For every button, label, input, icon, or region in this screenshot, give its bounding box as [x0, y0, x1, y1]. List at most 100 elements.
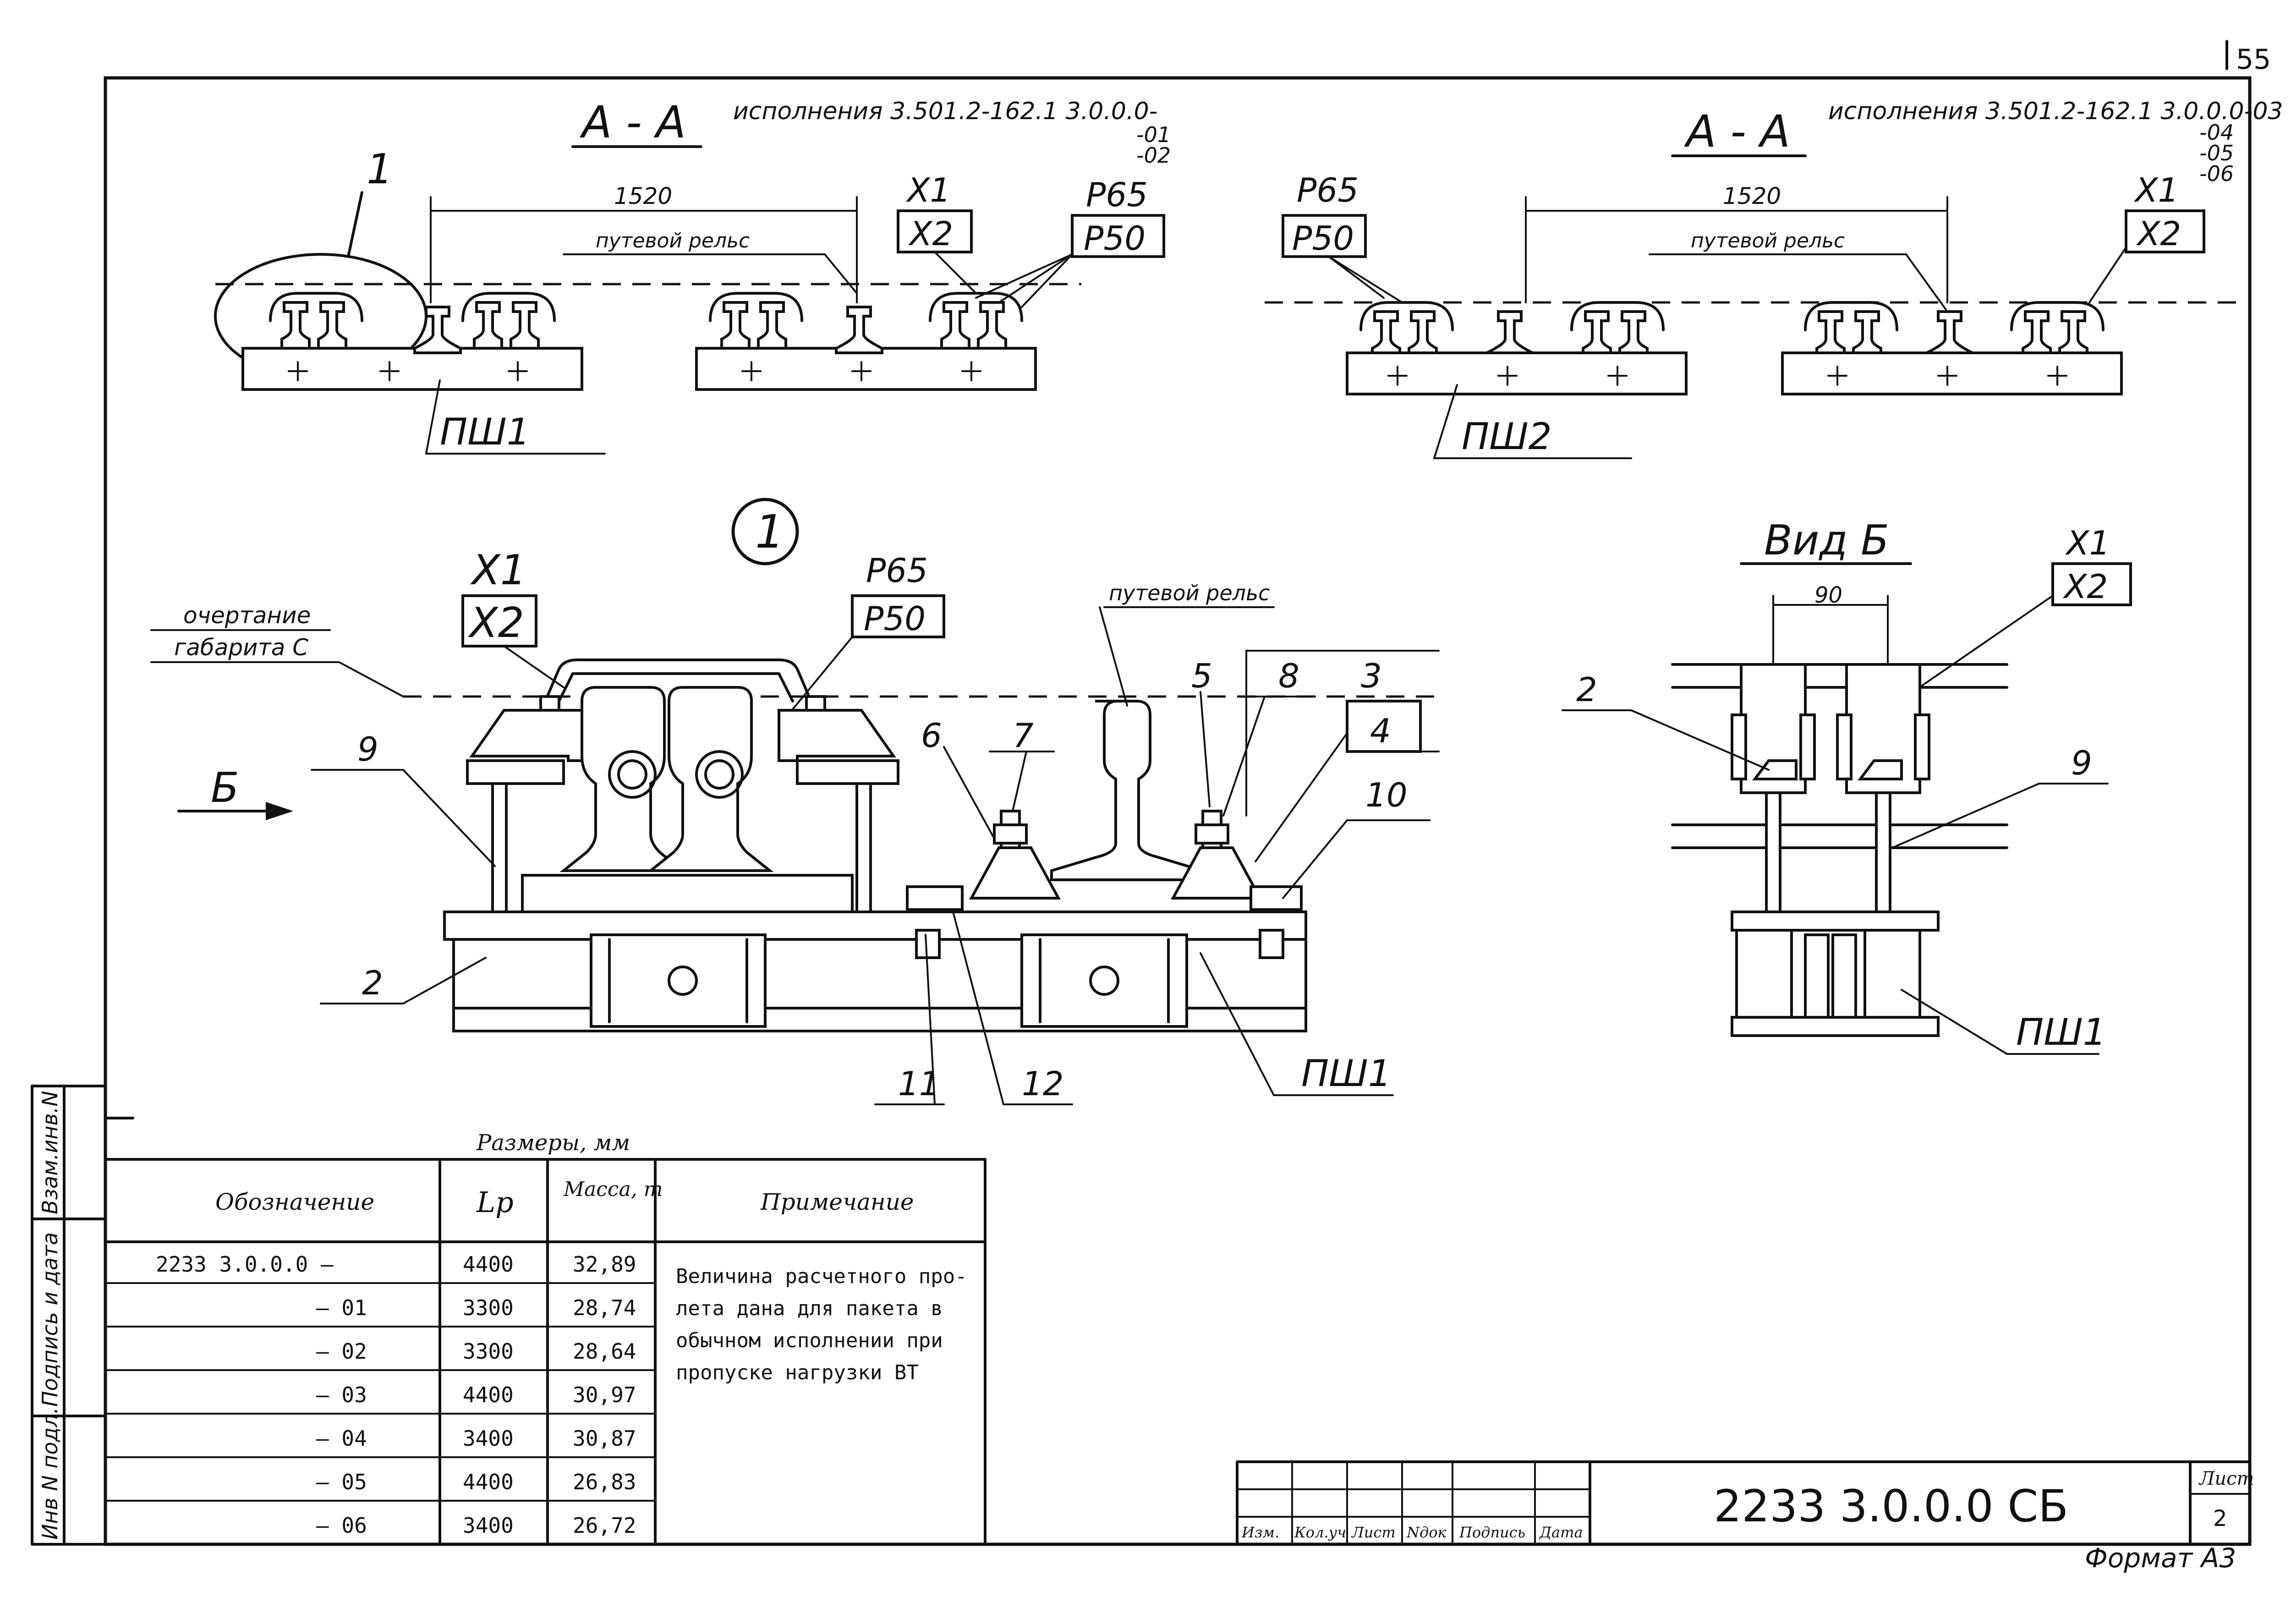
title-block: Изм. Кол.уч Лист Nдок Подпись Дата 2233 … [1236, 1460, 2254, 1574]
section-right-x1: Х1 [2133, 171, 2179, 209]
callout-1-label: 1 [367, 145, 393, 193]
section-right-rails [1359, 301, 2105, 354]
row-3-mass: 30,97 [573, 1383, 636, 1407]
sheet-label: Лист [2198, 1468, 2254, 1489]
row-5-designation: – 05 [316, 1470, 367, 1494]
row-4-lp: 3400 [463, 1426, 514, 1451]
section-right-suffix-06: -06 [2199, 161, 2234, 186]
row-3-lp: 4400 [463, 1383, 514, 1407]
callout-4: 4 [1370, 712, 1391, 750]
callout-2: 2 [362, 964, 383, 1002]
view-b: Вид Б 90 Х1 Х2 2 9 [1562, 516, 2132, 1055]
view-b-base-label: ПШ1 [2016, 1011, 2106, 1053]
row-4-designation: – 04 [316, 1426, 367, 1451]
section-right-dimension: 1520 [1723, 183, 1781, 209]
view-arrow-label: Б [211, 764, 239, 812]
col-kol-uch: Кол.уч [1294, 1524, 1346, 1541]
row-5-lp: 4400 [463, 1470, 514, 1494]
section-right-p65: Р65 [1297, 171, 1359, 209]
section-left-base-label: ПШ1 [440, 411, 530, 453]
section-left-dimension: 1520 [614, 183, 672, 209]
view-b-title: Вид Б [1764, 516, 1889, 565]
section-right-p50: Р50 [1292, 219, 1354, 258]
side-stamp: Инв N подл. Подпись и дата Взам.инв.N [31, 1085, 134, 1546]
note-line-4: пропуске нагрузки ВТ [676, 1361, 919, 1384]
section-left-p65: Р65 [1086, 176, 1148, 214]
row-6-designation: – 06 [316, 1513, 367, 1538]
page-number: 55 [2236, 44, 2271, 76]
format-label: Формат А3 [2085, 1542, 2236, 1574]
col-ndok: Nдок [1406, 1524, 1447, 1541]
detail-x1: Х1 [470, 546, 526, 594]
callout-6: 6 [921, 716, 942, 755]
callout-5: 5 [1191, 657, 1212, 695]
parameters-table: Размеры, мм Обозначение Lp Масса, т Прим… [104, 1130, 987, 1546]
row-1-mass: 28,74 [573, 1295, 636, 1320]
section-left: А - А исполнения 3.501.2-162.1 3.0.0.0- … [214, 97, 1171, 455]
detail-base-label: ПШ1 [1301, 1052, 1392, 1095]
section-right-base-label: ПШ2 [1462, 415, 1552, 458]
detail-p50: Р50 [864, 599, 926, 638]
callout-12: 12 [1022, 1064, 1064, 1103]
outline-label-1: очертание [183, 602, 311, 629]
detail-number-circle [731, 498, 799, 565]
callout-7: 7 [1013, 716, 1034, 755]
view-b-callout-9: 9 [2071, 744, 2092, 782]
row-1-designation: – 01 [316, 1295, 367, 1320]
section-right-suffix-05: -05 [2199, 141, 2234, 165]
row-0-designation: 2233 3.0.0.0 – [156, 1252, 334, 1277]
view-b-x2: Х2 [2062, 567, 2108, 606]
row-3-designation: – 03 [316, 1383, 367, 1407]
sheet-number: 2 [2213, 1506, 2227, 1531]
table-caption: Размеры, мм [476, 1130, 630, 1156]
row-5-mass: 26,83 [573, 1470, 636, 1494]
row-4-mass: 30,87 [573, 1426, 636, 1451]
header-designation: Обозначение [215, 1189, 374, 1215]
col-signature: Подпись [1459, 1524, 1525, 1541]
section-left-p50: Р50 [1084, 219, 1146, 258]
detail-number: 1 [755, 505, 784, 559]
detail-rail-label: путевой рельс [1109, 581, 1270, 605]
col-list: Лист [1351, 1524, 1396, 1541]
detail-x2: Х2 [468, 599, 524, 647]
detail-p65: Р65 [866, 551, 928, 590]
outline-label-2: габарита С [174, 634, 308, 661]
section-right: А - А исполнения 3.501.2-162.1 3.0.0.0-0… [1265, 98, 2283, 459]
stamp-inv-podl: Инв N подл. [38, 1407, 62, 1540]
section-right-suffix-04: -04 [2199, 120, 2234, 145]
section-left-suffix-02: -02 [1136, 143, 1171, 168]
detail-1: 1 очертание габарита С Х1 Х2 Р65 Р50 [150, 498, 1440, 1105]
section-right-versions: исполнения 3.501.2-162.1 3.0.0.0-03 [1828, 98, 2283, 125]
section-left-rail-label: путевой рельс [596, 229, 750, 252]
row-0-lp: 4400 [463, 1252, 514, 1277]
stamp-vzam-inv: Взам.инв.N [38, 1091, 62, 1214]
section-left-rails [269, 292, 1023, 354]
view-b-x1: Х1 [2065, 524, 2110, 562]
stamp-signature-date: Подпись и дата [38, 1232, 62, 1407]
section-right-rail-label: путевой рельс [1691, 229, 1845, 252]
col-izm: Изм. [1241, 1524, 1279, 1541]
col-date: Дата [1539, 1524, 1583, 1541]
section-left-x2: Х2 [908, 214, 953, 253]
note-line-2: лета дана для пакета в [676, 1297, 943, 1320]
row-2-lp: 3300 [463, 1339, 514, 1364]
section-left-x1: Х1 [905, 171, 951, 209]
row-2-mass: 28,64 [573, 1339, 636, 1364]
row-1-lp: 3300 [463, 1295, 514, 1320]
header-mass: Масса, т [563, 1178, 663, 1201]
view-b-callout-2: 2 [1576, 670, 1597, 709]
document-code: 2233 3.0.0.0 СБ [1714, 1481, 2068, 1532]
row-2-designation: – 02 [316, 1339, 367, 1364]
section-left-title: А - А [579, 97, 686, 148]
callout-3: 3 [1361, 657, 1382, 695]
section-left-suffix-01: -01 [1136, 122, 1171, 147]
header-lp: Lp [476, 1185, 514, 1219]
drawing-frame [104, 76, 2252, 1546]
row-6-lp: 3400 [463, 1513, 514, 1538]
row-6-mass: 26,72 [573, 1513, 636, 1538]
header-note: Примечание [760, 1189, 914, 1215]
note-line-1: Величина расчетного про- [676, 1265, 967, 1288]
callout-8: 8 [1278, 657, 1299, 695]
row-0-mass: 32,89 [573, 1252, 636, 1277]
